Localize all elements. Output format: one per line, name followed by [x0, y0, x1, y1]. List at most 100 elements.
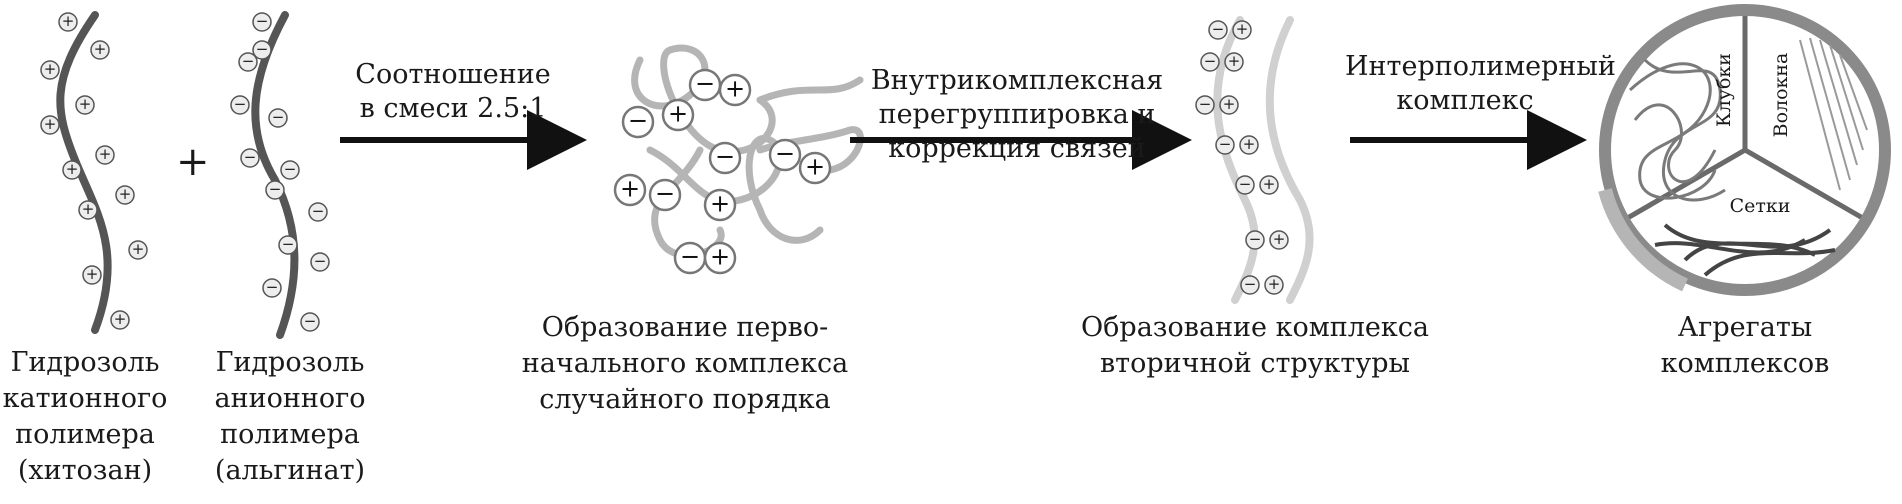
fibers-label: Волокна [1770, 53, 1792, 138]
coils-label: Клубки [1713, 53, 1735, 127]
anionic-caption-line-1: Гидрозоль [215, 347, 365, 378]
svg-text:−: − [272, 108, 285, 126]
cationic-caption-line-3: полимера [15, 419, 155, 450]
svg-text:−: − [312, 202, 325, 220]
secondary-structure-complex: −+−+−+−+−+−+−+ [1195, 16, 1314, 304]
positive-charge-icon: + [95, 145, 115, 165]
svg-text:+: + [99, 145, 112, 163]
negative-charge-icon: − [1215, 135, 1235, 155]
svg-text:−: − [1204, 52, 1217, 70]
negative-charge-icon: − [1235, 175, 1255, 195]
paired-charges: −+−+−+−+−+−+−+ [1195, 20, 1289, 295]
svg-text:−: − [1239, 175, 1252, 193]
svg-text:−: − [314, 252, 327, 270]
cationic-polymer-chain: + + + + + + + + + + + + [40, 11, 148, 334]
svg-text:+: + [620, 174, 640, 202]
svg-text:−: − [1199, 95, 1212, 113]
svg-text:+: + [1263, 175, 1276, 193]
combine-plus-sign: + [176, 139, 210, 185]
svg-text:+: + [44, 115, 57, 133]
primary-caption-line-1: Образование перво- [541, 312, 829, 343]
cationic-caption-line-4: (хитозан) [17, 455, 153, 486]
negative-charge-icon: − [230, 95, 250, 115]
coils-texture [1628, 58, 1726, 202]
cationic-caption-line-2: катионного [2, 383, 168, 414]
svg-text:−: − [282, 235, 295, 253]
svg-text:−: − [1244, 275, 1257, 293]
svg-text:−: − [284, 160, 297, 178]
cycle-ring [1599, 4, 1891, 296]
svg-text:+: + [1236, 20, 1249, 38]
negative-charge-icon: − [768, 138, 802, 172]
ratio-arrow-label: Соотношение в смеси 2.5:1 [343, 58, 563, 126]
svg-text:−: − [628, 106, 648, 134]
svg-text:−: − [1219, 135, 1232, 153]
positive-charge-icon: + [798, 151, 832, 185]
anionic-caption-line-3: полимера [220, 419, 360, 450]
svg-text:−: − [256, 40, 269, 58]
svg-text:−: − [269, 180, 282, 198]
svg-text:+: + [805, 152, 825, 180]
interpolymer-label-line-2: комплекс [1396, 85, 1534, 116]
positive-charge-icon: + [613, 173, 647, 207]
svg-text:+: + [94, 40, 107, 58]
primary-complex-caption: Образование перво- начального комплекса … [520, 310, 850, 418]
negative-charge-icon: − [1208, 20, 1228, 40]
primary-caption-line-3: случайного порядка [539, 384, 831, 415]
negative-charge-icon: − [308, 202, 328, 222]
svg-text:+: + [710, 242, 730, 270]
svg-text:−: − [695, 69, 715, 97]
negative-charge-icon: − [673, 241, 707, 275]
negative-charge-icon: − [621, 105, 655, 139]
positive-charges: + + + + + + + + + + + + [40, 12, 148, 330]
svg-text:+: + [132, 240, 145, 258]
svg-text:−: − [655, 179, 675, 207]
cycle-arrow [1598, 188, 1689, 292]
cationic-hydrosol-caption: Гидрозоль катионного полимера (хитозан) [0, 345, 170, 489]
positive-charge-icon: + [110, 310, 130, 330]
aggregates-caption: Агрегаты комплексов [1645, 310, 1845, 382]
svg-text:+: + [44, 60, 57, 78]
svg-text:+: + [82, 200, 95, 218]
svg-text:−: − [242, 52, 255, 70]
negative-charge-icon: − [268, 108, 288, 128]
svg-text:+: + [66, 160, 79, 178]
interpolymer-arrow-label: Интерполимерный комплекс [1345, 50, 1616, 118]
negative-charge-icon: − [688, 68, 722, 102]
negative-charge-icon: − [238, 52, 258, 72]
anionic-caption-line-2: анионного [214, 383, 366, 414]
positive-charge-icon: + [1269, 230, 1289, 250]
positive-charge-icon: + [75, 95, 95, 115]
svg-text:−: − [680, 242, 700, 270]
negative-charge-icon: − [262, 278, 282, 298]
svg-text:+: + [62, 12, 75, 30]
positive-charge-icon: + [115, 185, 135, 205]
svg-text:−: − [715, 142, 735, 170]
svg-text:+: + [1243, 135, 1256, 153]
svg-text:−: − [244, 148, 257, 166]
svg-text:−: − [1212, 20, 1225, 38]
negative-charge-icon: − [648, 178, 682, 212]
negative-charge-icon: − [252, 12, 272, 32]
svg-text:−: − [266, 278, 279, 296]
negative-charge-icon: − [278, 235, 298, 255]
positive-charge-icon: + [40, 60, 60, 80]
interpolymer-label-line-1: Интерполимерный [1345, 51, 1616, 82]
networks-texture [1654, 223, 1836, 277]
svg-text:+: + [86, 265, 99, 283]
svg-text:−: − [234, 95, 247, 113]
anionic-hydrosol-caption: Гидрозоль анионного полимера (альгинат) [200, 345, 380, 489]
anionic-polymer-chain: −−−−−−−−−−−−− [230, 11, 330, 339]
regrouping-label-line-2: перегруппировка и [878, 99, 1156, 130]
svg-text:+: + [710, 189, 730, 217]
regrouping-arrow-label: Внутрикомплексная перегруппировка и корр… [852, 64, 1182, 166]
positive-charge-icon: + [128, 240, 148, 260]
regrouping-label-line-3: коррекция связей [888, 133, 1146, 164]
negative-charge-icon: − [708, 141, 742, 175]
positive-charge-icon: + [1219, 95, 1239, 115]
aggregates-caption-line-1: Агрегаты [1677, 312, 1813, 343]
svg-text:+: + [1268, 275, 1281, 293]
positive-charge-icon: + [661, 98, 695, 132]
positive-charge-icon: + [90, 40, 110, 60]
